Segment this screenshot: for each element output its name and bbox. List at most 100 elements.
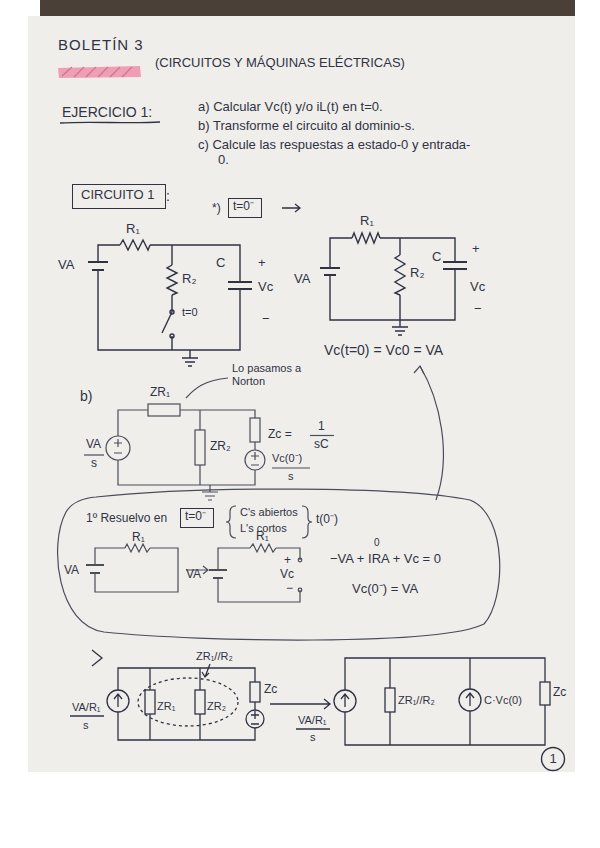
impedance-label: ZR₂: [207, 700, 226, 713]
capacitor-symbol: [228, 282, 252, 289]
polarity-label: +: [258, 256, 266, 271]
fraction-bar: [296, 728, 330, 729]
boxed-condition: t=0⁻: [180, 508, 214, 528]
exercise-heading: EJERCICIO 1:: [62, 104, 152, 120]
impedance-label: Zc =: [268, 428, 292, 442]
ground-symbol: [182, 350, 198, 366]
grouping-oval: [138, 678, 238, 726]
switch-contact: [170, 334, 174, 338]
resistor-symbol: [352, 233, 380, 243]
current-source: [334, 690, 356, 712]
question-text: a) Calcular Vc(t) y/o iL(t) en t=0.: [198, 100, 383, 115]
impedance-label: ZR₁//R₂: [398, 694, 435, 707]
capacitor-symbol: [443, 262, 467, 269]
source-label: VA: [186, 568, 201, 582]
component-label: R₁: [360, 214, 374, 229]
fraction-bar: [70, 715, 104, 716]
impedance-box: [250, 418, 260, 442]
note-text: t(0⁻): [316, 513, 338, 527]
note-text: Lo pasamos a Norton: [232, 362, 306, 387]
note-text: 1º Resuelvo en: [86, 512, 167, 526]
component-label: R₂: [410, 266, 424, 281]
leader-line: [202, 664, 210, 677]
fraction-term: 1: [318, 420, 325, 434]
fraction-bar: [272, 467, 310, 468]
node-text: t=0⁻: [185, 510, 209, 524]
component-label: R₂: [182, 272, 196, 287]
polarity-label: −: [286, 582, 293, 596]
underline: [60, 122, 160, 123]
polarity-mark: [251, 711, 259, 724]
source-arrow: [466, 693, 474, 706]
impedance-box: [148, 404, 180, 416]
voltage-label: Vc: [280, 568, 294, 582]
source-label: s: [91, 457, 97, 471]
fraction-bar: [84, 454, 104, 455]
source-label: VA/R₁: [72, 701, 101, 714]
voltage-source: [106, 436, 130, 460]
impedance-label: ZR₁: [157, 700, 175, 713]
impedance-label: ZR₂: [210, 440, 231, 454]
source-label: Vc(0⁻): [272, 452, 302, 465]
punctuation: :: [166, 188, 170, 204]
circuit-wire: [98, 245, 240, 350]
annotation: 0: [374, 537, 380, 549]
component-label: C: [432, 250, 441, 265]
page-number: 1: [540, 746, 566, 772]
brace: [226, 506, 236, 538]
node-text: t=0⁻: [233, 200, 257, 214]
current-source: [459, 689, 481, 711]
boxed-heading: CIRCUITO 1: [72, 184, 166, 209]
lasso-outline: [58, 489, 500, 640]
switch-label: t=0: [182, 306, 198, 319]
source-label: s: [310, 731, 316, 744]
arrow-mark: [270, 699, 330, 709]
impedance-box: [195, 690, 205, 714]
polarity-label: +: [472, 242, 480, 257]
ground-symbol: [202, 485, 218, 500]
node-text: 1: [549, 752, 556, 767]
note-marker: *): [212, 202, 221, 216]
section-label: b): [80, 388, 92, 404]
ground-symbol: [392, 320, 408, 335]
source-label: VA: [58, 258, 74, 273]
arrow-head: [414, 366, 424, 374]
battery-symbol: [320, 268, 340, 275]
component-label: C: [216, 256, 225, 271]
fraction-term: sC: [314, 438, 329, 452]
source-label: s: [83, 719, 89, 732]
component-label: R₁: [132, 531, 145, 545]
battery-symbol: [209, 570, 227, 578]
source-label: C·Vc(0): [484, 694, 522, 707]
fraction-bar: [310, 435, 334, 436]
voltage-label: Vc: [258, 280, 273, 295]
equation: Vc(t=0) = Vc0 = VA: [324, 342, 443, 358]
subtitle: (CIRCUITOS Y MÁQUINAS ELÉCTRICAS): [155, 56, 405, 71]
circuit-wire: [345, 658, 545, 745]
polarity-label: −: [262, 312, 270, 327]
current-source: [107, 690, 129, 712]
voltage-source: [246, 710, 264, 728]
chevron-mark: [92, 650, 102, 666]
switch-symbol: [162, 312, 172, 333]
arrow-mark: [282, 204, 300, 212]
sheet-title: BOLETÍN 3: [58, 36, 144, 53]
impedance-label: Zc: [264, 683, 277, 697]
source-label: VA: [86, 438, 101, 452]
component-label: R₁: [126, 222, 140, 237]
impedance-label: Zc: [553, 686, 566, 700]
source-label: VA: [294, 272, 310, 287]
node-text: CIRCUITO 1: [81, 188, 157, 203]
highlight-mark: [58, 66, 141, 78]
impedance-box: [385, 688, 395, 712]
impedance-label: ZR₁//R₂: [196, 650, 233, 663]
battery-symbol: [86, 565, 104, 573]
polarity-mark: [251, 452, 259, 465]
source-label: VA: [64, 564, 79, 578]
resistor-symbol: [125, 544, 150, 552]
equation: Vc(0⁻) = VA: [352, 582, 418, 597]
reference-arrow: [420, 366, 443, 500]
question-text: c) Calcule las respuestas a estado-0 y e…: [198, 138, 480, 168]
impedance-label: ZR₁: [150, 386, 170, 400]
polarity-label: +: [284, 554, 291, 568]
